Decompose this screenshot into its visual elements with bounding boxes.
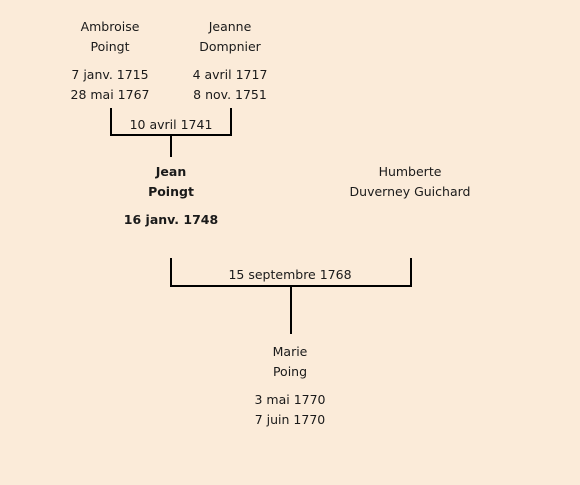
death-date: 7 juin 1770 — [254, 412, 326, 427]
descent-line — [170, 136, 172, 157]
person-ambroise-poingt[interactable]: Ambroise Poingt 7 janv. 1715 28 mai 1767 — [50, 17, 170, 105]
death-date: 8 nov. 1751 — [193, 87, 267, 102]
last-name: Dompnier — [199, 39, 261, 54]
death-date: 28 mai 1767 — [70, 87, 150, 102]
first-name: Marie — [272, 344, 308, 359]
union-right-stem — [230, 108, 232, 136]
union-left-stem — [110, 108, 112, 136]
person-jean-poingt[interactable]: Jean Poingt 16 janv. 1748 — [110, 162, 232, 230]
last-name: Duverney Guichard — [349, 184, 471, 199]
descent-line — [290, 287, 292, 334]
person-humberte-duverney-guichard[interactable]: Humberte Duverney Guichard — [340, 162, 480, 202]
first-name: Jeanne — [208, 19, 252, 34]
union-right-stem — [410, 258, 412, 287]
birth-date: 16 janv. 1748 — [123, 212, 219, 227]
union-bar — [110, 134, 232, 136]
marriage-date: 15 septembre 1768 — [228, 267, 352, 282]
birth-date: 4 avril 1717 — [192, 67, 268, 82]
first-name: Humberte — [378, 164, 442, 179]
last-name: Poingt — [148, 184, 194, 199]
birth-date: 7 janv. 1715 — [71, 67, 149, 82]
person-marie-poing[interactable]: Marie Poing 3 mai 1770 7 juin 1770 — [230, 342, 350, 430]
union-bar — [170, 285, 412, 287]
person-jeanne-dompnier[interactable]: Jeanne Dompnier 4 avril 1717 8 nov. 1751 — [170, 17, 290, 105]
marriage-date: 10 avril 1741 — [129, 117, 213, 132]
last-name: Poingt — [90, 39, 130, 54]
birth-date: 3 mai 1770 — [254, 392, 326, 407]
first-name: Jean — [155, 164, 187, 179]
last-name: Poing — [272, 364, 308, 379]
union-left-stem — [170, 258, 172, 287]
first-name: Ambroise — [80, 19, 140, 34]
